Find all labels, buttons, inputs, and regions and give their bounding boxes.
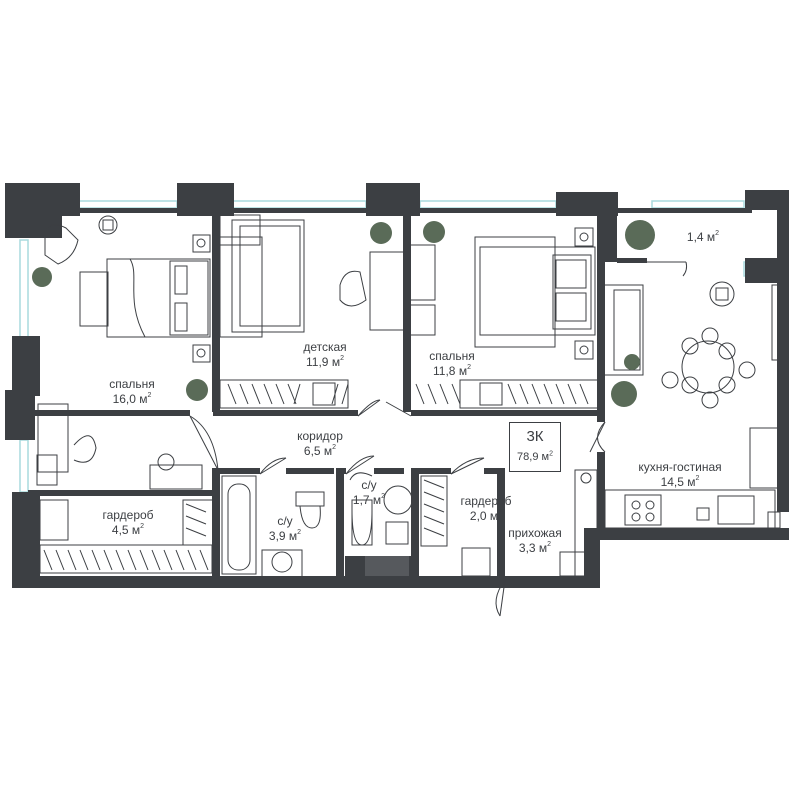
room-name: гардероб <box>102 508 154 522</box>
room-label-kitchen-living: кухня-гостиная 14,5 м2 <box>620 460 740 490</box>
room-name: с/у <box>361 478 377 492</box>
wardrobe-hatching <box>43 383 589 571</box>
room-label-kids-room: детская 11,9 м2 <box>285 340 365 370</box>
room-name: детская <box>303 340 347 354</box>
room-name: с/у <box>277 514 293 528</box>
room-area: 3,3 м2 <box>518 541 552 555</box>
room-area: 3,9 м2 <box>268 529 302 543</box>
room-name: гардероб <box>460 494 512 508</box>
room-label-balcony: 1,4 м2 <box>668 230 738 245</box>
furniture <box>36 214 781 581</box>
room-area: 1,7 м2 <box>352 493 386 507</box>
walls <box>5 183 789 588</box>
room-area: 1,4 м2 <box>686 230 720 244</box>
room-label-wardrobe-1: гардероб 4,5 м2 <box>88 508 168 538</box>
room-label-wardrobe-2: гардероб 2,0 м2 <box>446 494 526 524</box>
apartment-badge: 3К 78,9 м2 <box>509 422 561 472</box>
room-area: 11,8 м2 <box>433 364 471 378</box>
plants <box>32 220 655 407</box>
room-area: 16,0 м2 <box>112 392 152 406</box>
room-label-bedroom-2: спальня 11,8 м2 <box>412 349 492 379</box>
room-label-bedroom-1: спальня 16,0 м2 <box>92 377 172 407</box>
room-name: спальня <box>429 349 475 363</box>
room-name: коридор <box>297 429 343 443</box>
room-label-hallway: прихожая 3,3 м2 <box>495 526 575 556</box>
room-area: 4,5 м2 <box>111 523 145 537</box>
doors <box>189 261 688 617</box>
total-area: 78,9 м2 <box>517 450 553 463</box>
room-name: спальня <box>109 377 155 391</box>
room-area: 11,9 м2 <box>306 355 344 369</box>
room-area: 2,0 м2 <box>469 509 503 523</box>
room-area: 14,5 м2 <box>660 475 700 489</box>
room-label-corridor: коридор 6,5 м2 <box>280 429 360 459</box>
room-area: 6,5 м2 <box>303 444 337 458</box>
room-name: кухня-гостиная <box>638 460 722 474</box>
room-label-bathroom-2: с/у 1,7 м2 <box>341 478 397 508</box>
room-name: прихожая <box>508 526 562 540</box>
room-label-bathroom-1: с/у 3,9 м2 <box>255 514 315 544</box>
room-count: 3К <box>526 428 544 445</box>
shaft <box>365 556 409 576</box>
